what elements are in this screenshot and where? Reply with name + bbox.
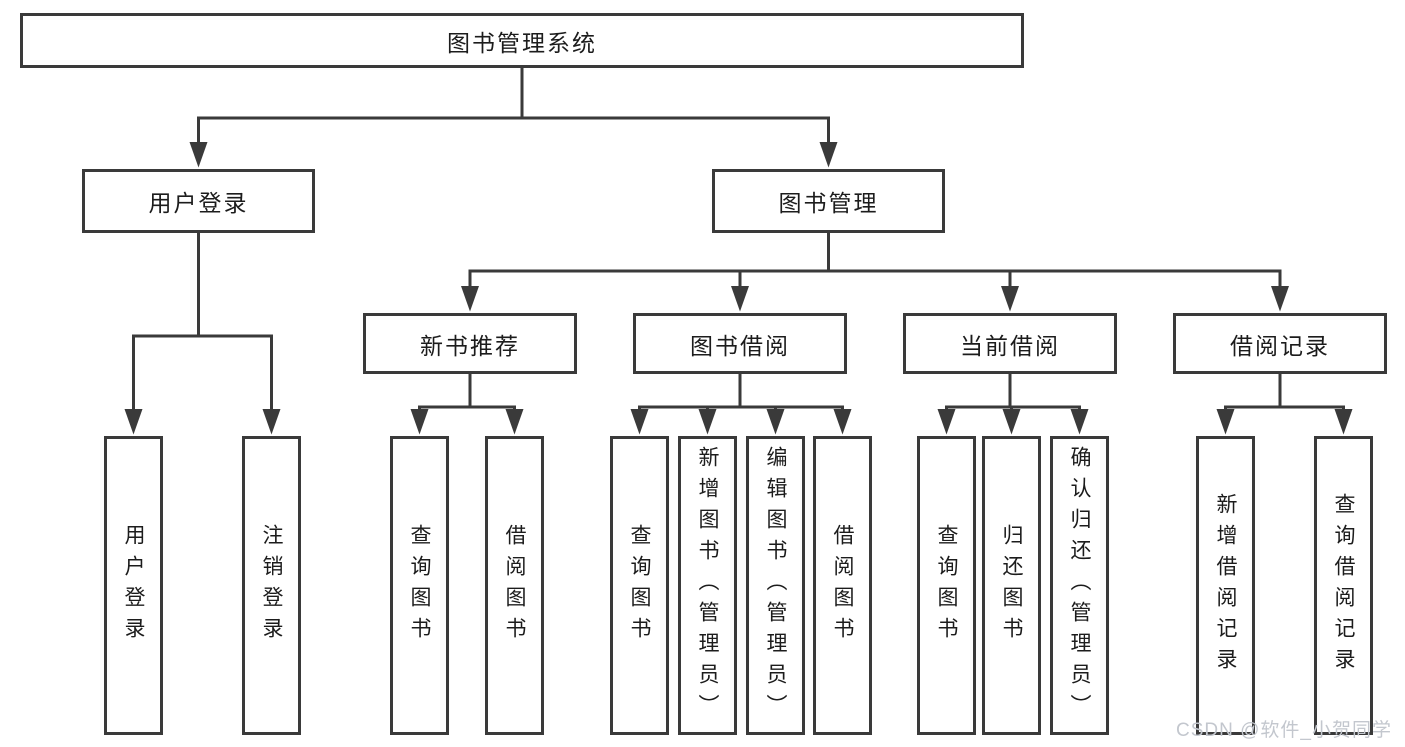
arrow-down-icon (410, 409, 429, 435)
leaf-logout-label: 注销登录 (260, 523, 284, 648)
arrow-down-icon (731, 286, 749, 312)
arrow-down-icon (698, 409, 717, 435)
arrow-down-icon (124, 409, 143, 435)
arrow-down-icon (766, 409, 785, 435)
leaf-borrow-add-book-admin-label: 新增图书（管理员） (696, 446, 720, 725)
leaf-recommend-borrow-book-label: 借阅图书 (503, 523, 527, 648)
arrow-down-icon (505, 409, 524, 435)
leaf-current-return-book-label: 归还图书 (1000, 523, 1024, 648)
arrow-down-icon (1271, 286, 1289, 312)
node-book-borrow: 图书借阅 (633, 313, 847, 374)
node-root: 图书管理系统 (20, 13, 1024, 68)
leaf-logout: 注销登录 (242, 436, 301, 735)
arrow-down-icon (833, 409, 852, 435)
leaf-recommend-query-book-label: 查询图书 (408, 523, 432, 648)
node-borrow-record: 借阅记录 (1173, 313, 1387, 374)
arrow-down-icon (1216, 409, 1235, 435)
leaf-recommend-borrow-book: 借阅图书 (485, 436, 544, 735)
arrow-down-icon (819, 142, 838, 168)
connector-bookborrow-to-leaves (630, 374, 852, 435)
node-current-borrow-label: 当前借阅 (960, 332, 1060, 359)
leaf-borrow-edit-book-admin-label: 编辑图书（管理员） (764, 446, 788, 725)
leaf-borrow-add-book-admin: 新增图书（管理员） (678, 436, 737, 735)
arrow-down-icon (1070, 409, 1089, 435)
node-borrow-record-label: 借阅记录 (1230, 332, 1330, 359)
node-book-management-label: 图书管理 (778, 190, 879, 216)
leaf-current-return-book: 归还图书 (982, 436, 1041, 735)
leaf-current-confirm-return-admin: 确认归还（管理员） (1050, 436, 1109, 735)
node-user-login: 用户登录 (82, 169, 315, 233)
connector-newbook-to-leaves (410, 374, 524, 435)
arrow-down-icon (189, 142, 208, 168)
arrow-down-icon (937, 409, 956, 435)
node-new-book-recommend: 新书推荐 (363, 313, 577, 374)
leaf-current-query-book-label: 查询图书 (935, 523, 959, 648)
leaf-recommend-query-book: 查询图书 (390, 436, 449, 735)
leaf-borrow-query-book: 查询图书 (610, 436, 669, 735)
arrow-down-icon (461, 286, 479, 312)
leaf-record-add-record-label: 新增借阅记录 (1214, 492, 1238, 679)
leaf-record-query-record-label: 查询借阅记录 (1332, 492, 1356, 679)
leaf-borrow-query-book-label: 查询图书 (628, 523, 652, 648)
leaf-borrow-borrow-book: 借阅图书 (813, 436, 872, 735)
node-root-label: 图书管理系统 (447, 29, 597, 56)
node-book-management: 图书管理 (712, 169, 945, 233)
leaf-borrow-edit-book-admin: 编辑图书（管理员） (746, 436, 805, 735)
connector-userlogin-to-leaves (124, 233, 281, 435)
node-current-borrow: 当前借阅 (903, 313, 1117, 374)
arrow-down-icon (630, 409, 649, 435)
node-book-borrow-label: 图书借阅 (690, 332, 790, 359)
leaf-user-login-label: 用户登录 (122, 523, 146, 648)
leaf-record-query-record: 查询借阅记录 (1314, 436, 1373, 735)
connector-root-to-level2 (189, 68, 838, 168)
arrow-down-icon (1334, 409, 1353, 435)
leaf-user-login: 用户登录 (104, 436, 163, 735)
connector-bookmgmt-to-level3 (461, 233, 1289, 312)
arrow-down-icon (1002, 409, 1021, 435)
arrow-down-icon (1001, 286, 1019, 312)
node-user-login-label: 用户登录 (148, 190, 249, 216)
leaf-current-confirm-return-admin-label: 确认归还（管理员） (1068, 446, 1092, 725)
connector-currentborrow-to-leaves (937, 374, 1089, 435)
watermark-text: CSDN @软件_小贺同学 (1176, 720, 1392, 741)
arrow-down-icon (262, 409, 281, 435)
connector-borrowrecord-to-leaves (1216, 374, 1353, 435)
leaf-borrow-borrow-book-label: 借阅图书 (831, 523, 855, 648)
leaf-current-query-book: 查询图书 (917, 436, 976, 735)
node-new-book-recommend-label: 新书推荐 (420, 332, 520, 359)
leaf-record-add-record: 新增借阅记录 (1196, 436, 1255, 735)
